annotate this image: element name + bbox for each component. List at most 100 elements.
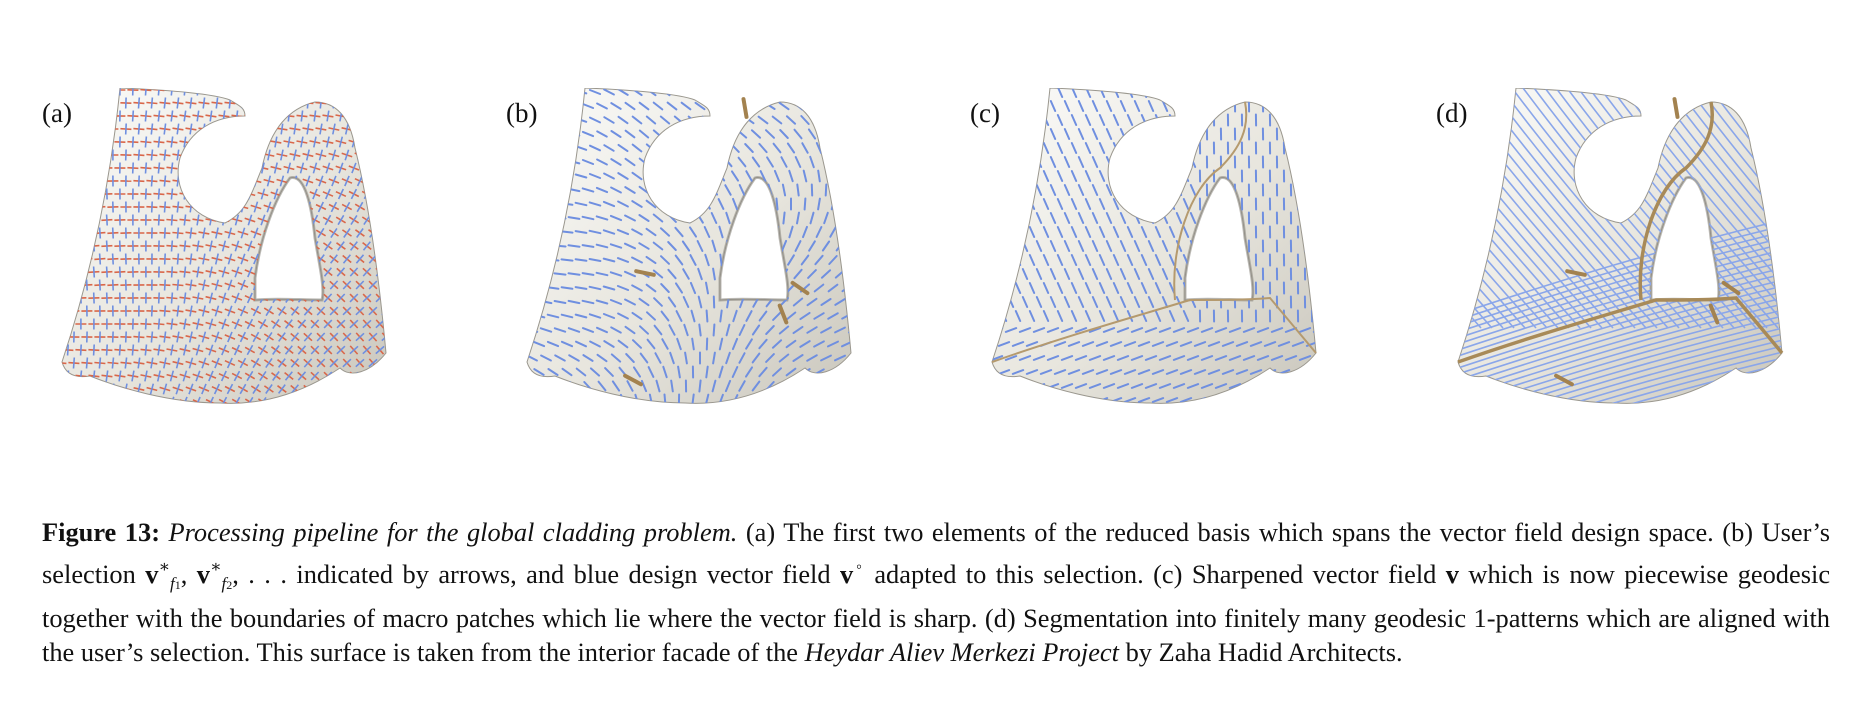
basis-mark-primary <box>231 88 243 92</box>
basis-mark-secondary <box>252 331 260 343</box>
basis-mark-primary <box>224 127 236 131</box>
basis-mark-secondary <box>72 357 76 369</box>
field-dash <box>527 202 532 206</box>
basis-mark-secondary <box>331 149 337 161</box>
basis-mark-secondary <box>196 188 200 200</box>
field-dash <box>724 379 732 393</box>
basis-mark-primary <box>367 177 379 185</box>
basis-mark-secondary <box>298 267 306 277</box>
basis-mark-primary <box>62 140 74 144</box>
field-dash <box>553 104 567 108</box>
field-dash <box>1126 310 1134 322</box>
basis-mark-primary <box>62 374 74 378</box>
basis-mark-secondary <box>278 227 285 239</box>
basis-mark-secondary <box>66 214 70 226</box>
field-dash <box>807 101 817 111</box>
basis-mark-primary <box>50 89 61 92</box>
basis-mark-primary <box>114 399 126 404</box>
basis-mark-secondary <box>273 214 279 226</box>
basis-mark-primary <box>68 179 80 183</box>
basis-mark-secondary <box>72 123 76 135</box>
field-dash <box>807 269 817 279</box>
field-dash <box>1133 184 1141 196</box>
basis-mark-primary <box>276 204 288 210</box>
basis-mark-secondary <box>222 188 226 200</box>
basis-mark-secondary <box>332 123 336 135</box>
basis-mark-primary <box>289 204 301 210</box>
basis-mark-secondary <box>163 279 166 291</box>
field-dash <box>694 101 706 111</box>
field-dash <box>1105 100 1113 112</box>
field-dash <box>1035 296 1043 308</box>
basis-mark-primary <box>224 153 236 157</box>
field-dash <box>732 197 738 211</box>
field-dash <box>631 228 643 236</box>
basis-mark-primary <box>296 216 308 224</box>
field-dash <box>617 172 629 180</box>
field-dash <box>856 342 866 347</box>
geodesic-line <box>1458 223 1782 325</box>
basis-mark-secondary <box>303 280 312 290</box>
basis-mark-secondary <box>252 383 260 395</box>
field-dash <box>1119 184 1127 196</box>
field-dash <box>792 297 804 307</box>
field-dash <box>562 394 572 404</box>
basis-mark-secondary <box>235 88 239 96</box>
field-dash <box>1328 328 1338 332</box>
basis-mark-secondary <box>195 318 200 330</box>
field-dash <box>631 284 643 292</box>
field-dash <box>1228 355 1242 361</box>
field-dash <box>575 340 587 348</box>
field-dash <box>1221 397 1235 403</box>
field-dash <box>1028 310 1036 322</box>
field-dash <box>1077 240 1085 252</box>
basis-mark-primary <box>263 127 275 131</box>
basis-mark-secondary <box>215 227 219 239</box>
field-dash <box>701 88 713 96</box>
field-dash <box>553 244 567 248</box>
field-dash <box>1168 88 1176 98</box>
field-dash <box>1014 198 1022 210</box>
field-dash <box>753 267 759 281</box>
basis-mark-primary <box>388 165 398 170</box>
basis-mark-primary <box>374 139 386 145</box>
field-dash <box>1028 226 1036 238</box>
field-dash <box>856 398 866 402</box>
basis-mark-secondary <box>214 279 220 291</box>
field-dash <box>1165 369 1179 375</box>
basis-mark-secondary <box>202 97 206 109</box>
basis-mark-primary <box>49 376 60 377</box>
field-dash <box>1123 341 1137 347</box>
basis-mark-primary <box>107 387 119 391</box>
basis-mark-primary <box>50 193 61 195</box>
basis-mark-secondary <box>105 88 108 96</box>
field-dash <box>602 285 616 291</box>
basis-mark-secondary <box>279 201 285 213</box>
basis-mark-secondary <box>375 371 385 381</box>
field-dash <box>753 183 759 197</box>
basis-mark-secondary <box>292 201 298 213</box>
field-dash <box>1105 240 1113 252</box>
field-dash <box>782 211 786 225</box>
field-dash <box>993 184 1001 196</box>
field-dash <box>1056 226 1064 238</box>
basis-mark-secondary <box>329 280 339 290</box>
field-dash <box>788 169 794 183</box>
math-ellipsis: , . . . <box>232 558 297 589</box>
basis-mark-secondary <box>72 227 76 239</box>
basis-mark-primary <box>381 358 386 368</box>
field-dash <box>691 337 695 351</box>
basis-mark-primary <box>140 399 152 404</box>
basis-mark-secondary <box>329 254 338 264</box>
basis-mark-secondary <box>298 240 306 252</box>
field-dash <box>532 89 546 95</box>
basis-mark-primary <box>395 281 403 289</box>
basis-mark-secondary <box>241 149 245 161</box>
field-dash <box>1200 383 1214 389</box>
field-dash <box>1140 254 1148 266</box>
field-dash <box>1000 282 1008 294</box>
geodesic-line <box>1458 241 1782 343</box>
field-dash <box>645 199 657 209</box>
basis-mark-secondary <box>62 357 63 369</box>
basis-mark-primary <box>101 400 113 404</box>
